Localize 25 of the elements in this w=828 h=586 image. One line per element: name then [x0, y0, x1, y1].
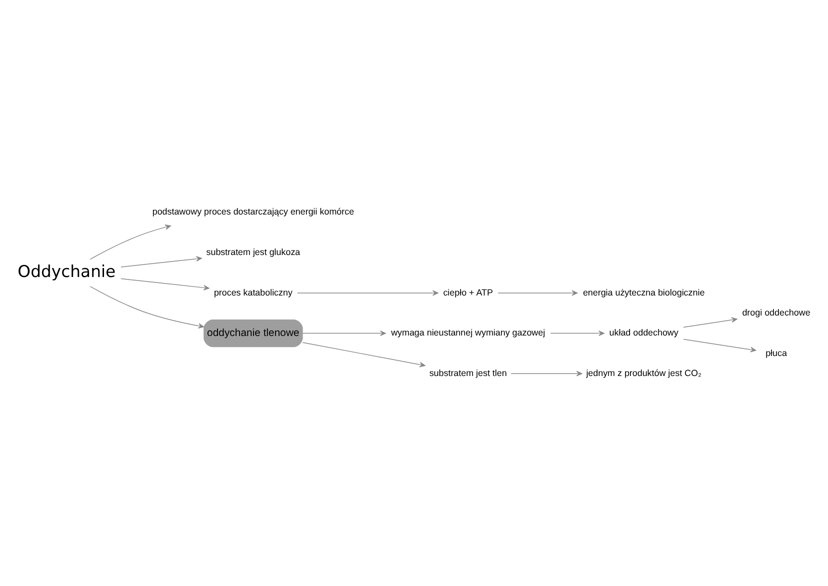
node-box: oddychanie tlenowe: [204, 319, 303, 348]
arrow: [550, 330, 604, 336]
node-text: Oddychanie: [18, 262, 116, 282]
node-text: proces kataboliczny: [214, 287, 292, 298]
arrow: [510, 370, 582, 376]
arrow: [90, 286, 204, 329]
node-text: układ oddechowy: [609, 328, 678, 338]
node-text: substratem jest glukoza: [206, 247, 300, 258]
arrow: [120, 278, 210, 290]
arrow: [683, 338, 756, 352]
node-text: wymaga nieustannej wymiany gazowej: [391, 328, 546, 338]
node-text: ciepło + ATP: [443, 287, 493, 298]
arrow: [302, 342, 426, 368]
node-text: substratem jest tlen: [429, 368, 507, 378]
arrow: [297, 290, 438, 296]
node-text: podstawowy proces dostarczający energii komórce: [152, 206, 354, 217]
arrow: [683, 317, 738, 328]
arrow: [120, 256, 202, 268]
arrow: [302, 330, 386, 336]
node-text: drogi oddechowe: [742, 307, 810, 318]
node-text: jednym z produktów jest CO₂: [586, 368, 702, 378]
node-text: energia użyteczna biologicznie: [582, 287, 705, 298]
arrow: [90, 224, 171, 260]
node-text: płuca: [766, 348, 787, 358]
arrow: [498, 290, 578, 296]
